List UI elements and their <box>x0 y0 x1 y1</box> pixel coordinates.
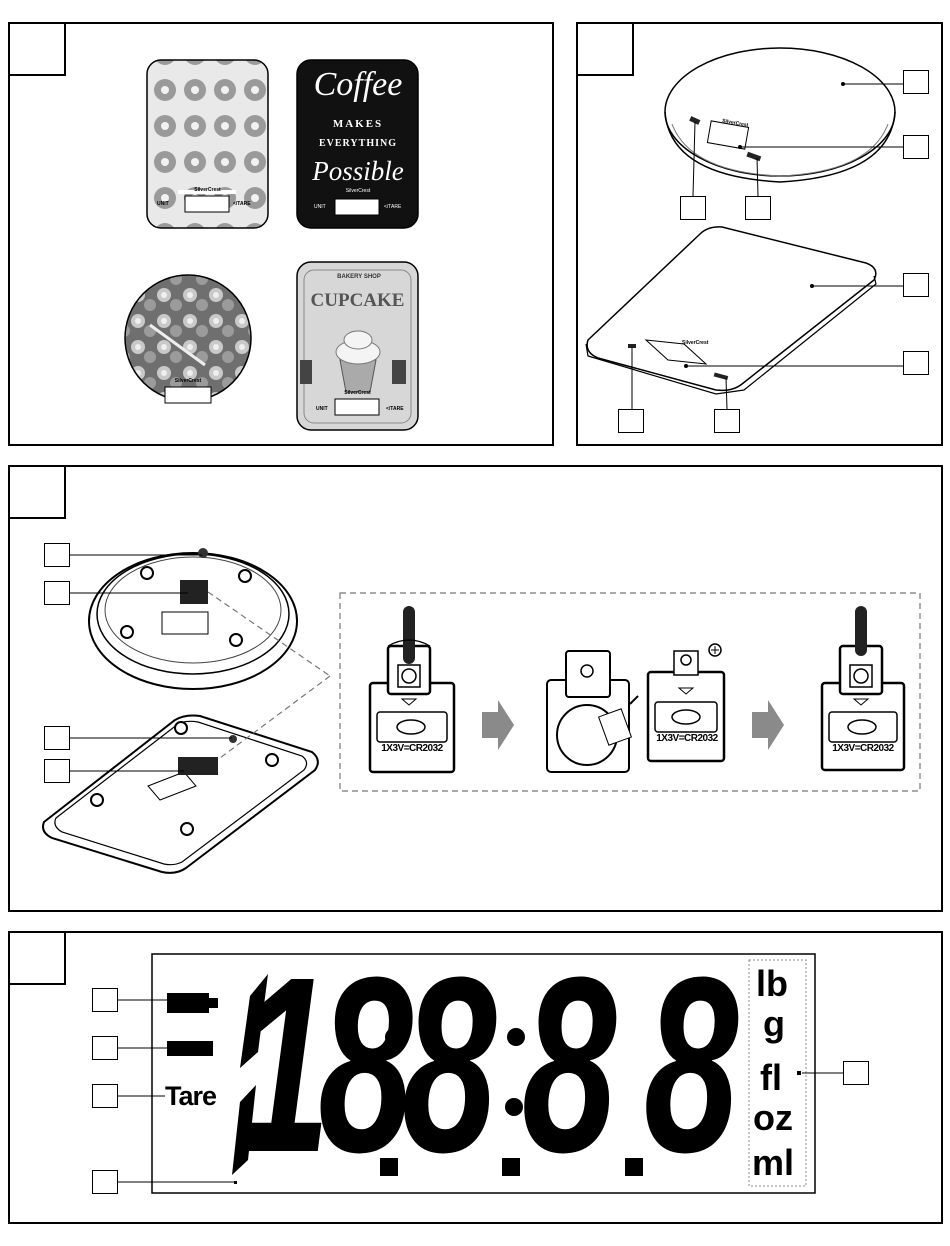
callout-box <box>903 351 929 375</box>
cupcake-tare-label: </TARE <box>386 406 404 412</box>
lcd-digit-3: 8 <box>522 940 617 1190</box>
coffee-tare-label: </TARE <box>384 204 401 210</box>
battery-label-1: 1X3V=CR2032 <box>377 743 447 754</box>
lcd-digit-2: 8 <box>402 940 497 1190</box>
panel-battery <box>8 465 943 912</box>
coffee-title: Coffee <box>306 66 410 104</box>
coffee-unit-label: UNIT <box>314 204 326 210</box>
cupcake-title: CUPCAKE <box>300 290 415 312</box>
callout-box <box>903 135 929 159</box>
donut-brand: SilverCrest <box>147 187 268 193</box>
coffee-brand: SilverCrest <box>306 188 410 194</box>
callout-box <box>92 988 118 1012</box>
lcd-tare-label: Tare <box>165 1081 216 1112</box>
lcd-unit-lb: lb <box>756 966 788 1002</box>
battery-label-2: 1X3V=CR2032 <box>654 733 720 744</box>
panel-2-tab <box>576 22 634 76</box>
battery-label-3: 1X3V=CR2032 <box>828 743 898 754</box>
callout-box <box>44 759 70 783</box>
lcd-unit-oz: oz <box>753 1100 793 1136</box>
callout-box <box>618 409 644 433</box>
panel-scale-designs <box>8 22 554 446</box>
bakery-shop: BAKERY SHOP <box>327 274 391 280</box>
donut-unit-label: UNIT <box>157 201 169 207</box>
panel-1-tab <box>8 22 66 76</box>
callout-box <box>92 1084 118 1108</box>
callout-box <box>903 273 929 297</box>
candy-brand: SilverCrest <box>150 378 226 384</box>
coffee-everything: EVERYTHING <box>306 138 410 149</box>
callout-box <box>44 726 70 750</box>
lcd-unit-g: g <box>763 1006 785 1042</box>
lcd-digit-4: 8 <box>644 940 739 1190</box>
callout-box <box>745 196 771 220</box>
panel-scale-parts <box>576 22 943 446</box>
lcd-unit-ml: ml <box>752 1145 794 1181</box>
coffee-makes: MAKES <box>306 118 410 130</box>
donut-tare-label: </TARE <box>233 201 251 207</box>
callout-box <box>44 543 70 567</box>
panel-4-tab <box>8 931 66 985</box>
callout-box <box>92 1036 118 1060</box>
lcd-unit-fl: fl <box>760 1060 782 1096</box>
callout-box <box>680 196 706 220</box>
callout-box <box>92 1170 118 1194</box>
cupcake-unit-label: UNIT <box>316 406 328 412</box>
lcd-digit-1: 18 <box>236 940 401 1190</box>
panel-3-tab <box>8 465 66 519</box>
callout-box <box>714 409 740 433</box>
callout-box <box>903 70 929 94</box>
cupcake-brand: SilverCrest <box>297 390 418 396</box>
callout-box <box>843 1061 869 1085</box>
coffee-possible: Possible <box>306 156 410 187</box>
callout-box <box>44 581 70 605</box>
